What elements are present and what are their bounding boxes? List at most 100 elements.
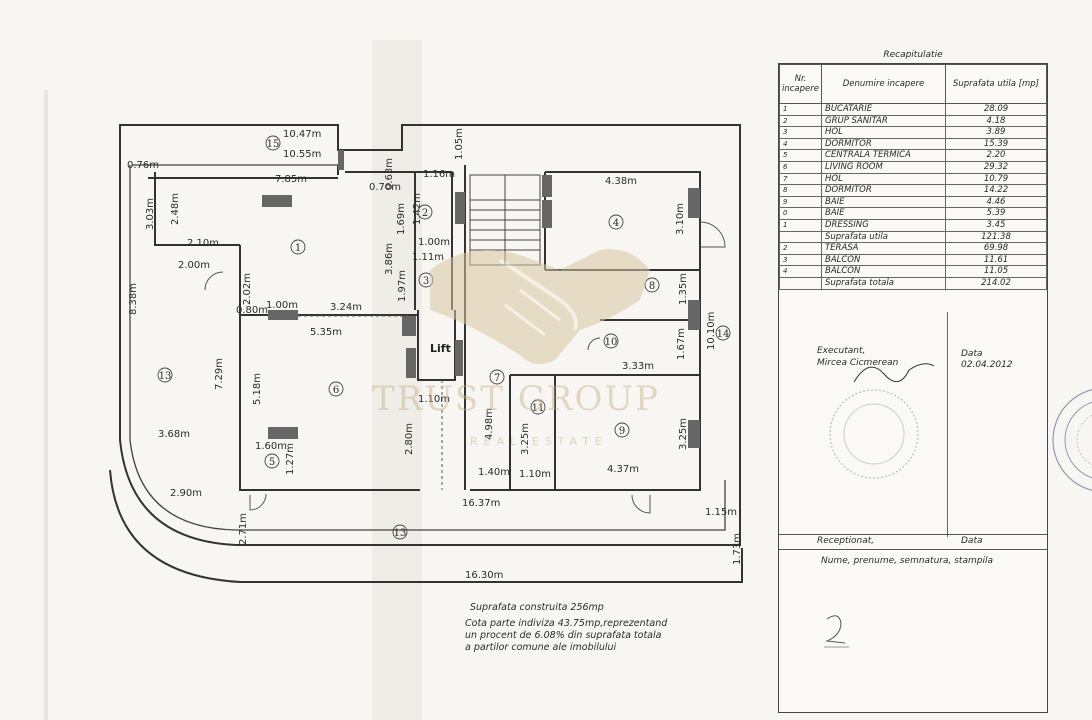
row-name: BALCON	[820, 265, 947, 278]
room-number: 1	[295, 243, 301, 254]
room-number: 10	[605, 337, 618, 348]
recap-header-row: Nr. incapere Denumire incapere Suprafata…	[779, 64, 1047, 104]
row-nr: 0	[779, 207, 822, 220]
room-marker-numbers: 15 1 2 3 4 13 6 7 8 9 10 11 5 13 14	[159, 139, 730, 539]
executant-name: Mircea Cicmerean	[817, 358, 899, 368]
row-area: 214.02	[945, 276, 1047, 290]
wall-hatches	[262, 150, 700, 448]
row-nr: 3	[779, 253, 822, 267]
recap-panel: Recapitulatie Nr. incapere Denumire inca…	[778, 50, 1048, 713]
row-nr	[779, 276, 822, 290]
row-nr: 8	[779, 184, 822, 197]
dim-label: 2.90m	[170, 488, 202, 499]
dim-label: 4.37m	[607, 464, 639, 475]
row-nr: 5	[779, 149, 822, 162]
row-nr: 3	[779, 126, 822, 139]
row-name: BAIE	[820, 195, 947, 209]
row-nr	[779, 230, 822, 244]
dim-label: 10.47m	[283, 129, 321, 140]
dim-label: 0.76m	[127, 160, 159, 171]
row-nr: 9	[779, 195, 822, 209]
signature-hint: Nume, prenume, semnatura, stampila	[821, 556, 993, 566]
dim-label: 3.03m	[145, 198, 156, 230]
row-area: 69.98	[945, 242, 1047, 255]
handwritten-mark-icon	[824, 615, 849, 648]
row-area: 29.32	[945, 160, 1047, 174]
row-nr: 2	[779, 242, 822, 255]
room-number: 13	[159, 371, 172, 382]
header-name: Denumire incapere	[820, 64, 947, 104]
dim-label: 1.00m	[418, 237, 450, 248]
room-number: 7	[494, 373, 500, 384]
watermark-brand: TRUST GROUP	[372, 379, 660, 419]
room-number: 6	[333, 385, 339, 396]
dim-label: 1.42m	[412, 193, 423, 225]
dim-label: 3.86m	[384, 243, 395, 275]
dim-label: 1.27m	[285, 443, 296, 475]
dim-label: 5.35m	[310, 327, 342, 338]
dim-label: 3.10m	[675, 203, 686, 235]
row-nr: 4	[779, 265, 822, 278]
dim-label: 1.10m	[418, 394, 450, 405]
dim-label: 16.30m	[465, 570, 503, 581]
row-area: 28.09	[945, 103, 1047, 116]
dim-label: 1.73m	[732, 533, 743, 565]
dim-label: 3.33m	[622, 361, 654, 372]
row-name: CENTRALA TERMICA	[820, 149, 947, 162]
dim-label: 8.38m	[128, 283, 139, 315]
terrace-outline	[119, 124, 741, 546]
dim-label: 3.24m	[330, 302, 362, 313]
dim-label: 1.35m	[678, 273, 689, 305]
dim-label: 0.80m	[236, 305, 268, 316]
paper-edge	[44, 90, 48, 720]
dim-label: 2.02m	[242, 273, 253, 305]
row-area: 2.20	[945, 149, 1047, 162]
row-nr: 1	[779, 103, 822, 116]
dim-label: 1.69m	[396, 203, 407, 235]
row-name: DORMITOR	[820, 184, 947, 197]
share-note-line: Cota parte indiviza 43.75mp,reprezentand	[465, 618, 668, 629]
row-name: LIVING ROOM	[820, 160, 947, 174]
room-number: 2	[422, 208, 428, 219]
dim-label: 2.71m	[238, 513, 249, 545]
share-note-line: un procent de 6.08% din suprafata totala	[465, 630, 662, 641]
dim-label: 3.25m	[678, 418, 689, 450]
row-area: 11.05	[945, 265, 1047, 278]
row-area: 4.18	[945, 114, 1047, 128]
row-area: 5.39	[945, 207, 1047, 220]
receptionat-label: Receptionat,	[817, 536, 875, 546]
recap-table: Nr. incapere Denumire incapere Suprafata…	[779, 64, 1047, 290]
dim-label: 1.40m	[478, 467, 510, 478]
dim-label: 1.60m	[255, 441, 287, 452]
watermark-tagline: REAL ESTATE	[470, 435, 608, 448]
dim-label: 0.70m	[369, 182, 401, 193]
built-area-note: Suprafata construita 256mp	[470, 602, 604, 613]
dim-label: 0.63m	[384, 158, 395, 190]
receptionat-date-label: Data	[961, 536, 983, 546]
row-nr: 7	[779, 172, 822, 186]
dim-label: 1.00m	[266, 300, 298, 311]
staircase	[469, 174, 541, 266]
row-name: BUCATARIE	[820, 103, 947, 116]
dim-label: 1.67m	[676, 328, 687, 360]
room-number: 4	[613, 218, 619, 229]
row-area: 11.61	[945, 253, 1047, 267]
row-name: DORMITOR	[820, 137, 947, 151]
recap-title: Recapitulatie	[883, 50, 943, 60]
signature-icon	[853, 363, 935, 383]
room-number: 3	[423, 276, 429, 287]
dim-label: 1.15m	[705, 507, 737, 518]
row-name: HOL	[820, 172, 947, 186]
row-name: BAIE	[820, 207, 947, 220]
dim-label: 7.85m	[275, 174, 307, 185]
